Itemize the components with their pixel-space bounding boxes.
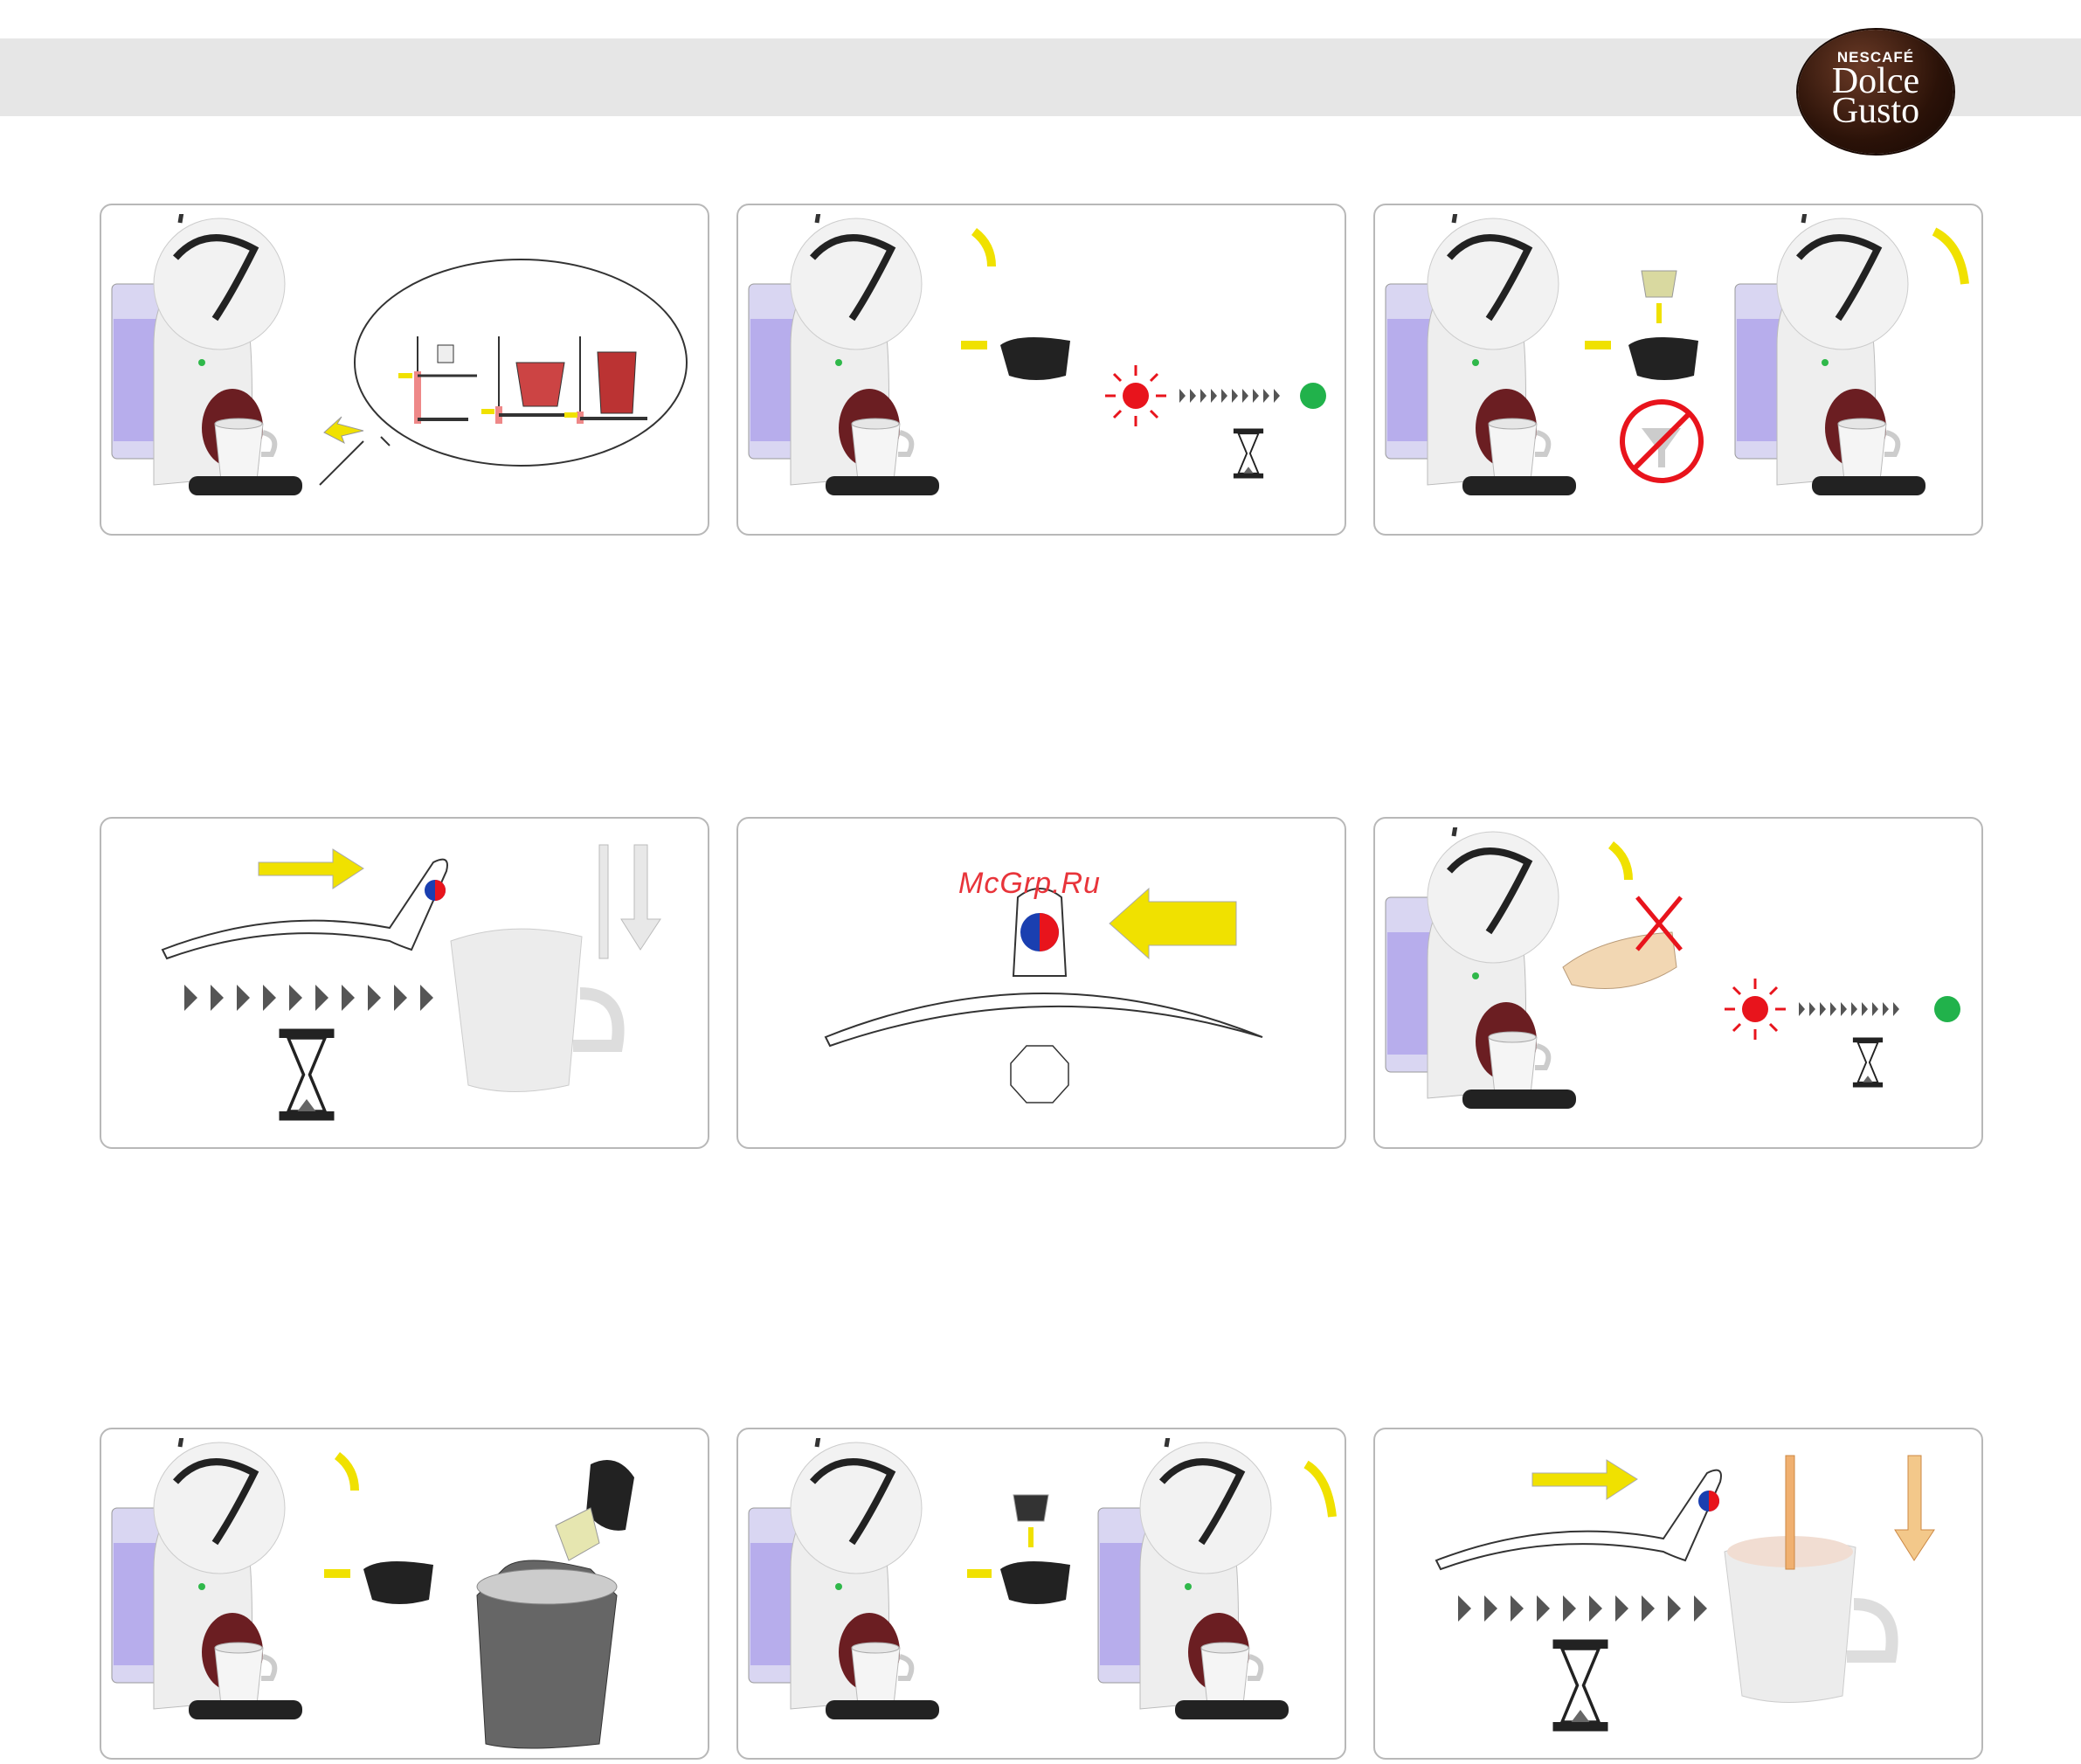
coffee-machine-illustration-closed — [1098, 1436, 1289, 1719]
panel-eject-capsule-bin — [100, 1428, 709, 1760]
rotate-down-arrow-icon — [1934, 232, 1965, 284]
capsule-icon — [556, 1508, 599, 1560]
panel-adjust-drip-tray — [100, 204, 709, 536]
coffee-machine-illustration-closed — [1735, 212, 1925, 495]
arrow-right-icon — [259, 849, 363, 889]
progress-chevrons-icon — [1458, 1595, 1707, 1622]
rotate-up-arrow-icon — [337, 1456, 355, 1491]
blue-red-dot-icon — [425, 880, 446, 901]
arrow-right-icon — [1532, 1460, 1637, 1499]
lever-icon — [826, 993, 1262, 1046]
arrow-left-icon — [1110, 889, 1236, 958]
capsule-icon — [1642, 271, 1677, 297]
rotate-down-arrow-icon — [1306, 1464, 1332, 1517]
green-light-icon — [1300, 383, 1326, 409]
progress-chevrons-icon — [1179, 389, 1280, 403]
panel-open-lever-insert-holder — [736, 204, 1346, 536]
capsule-holder-icon — [1000, 337, 1070, 380]
capsule-holder-icon — [1000, 1561, 1070, 1604]
coffee-machine-illustration — [112, 212, 302, 495]
coffee-machine-illustration — [749, 212, 939, 495]
no-funnel-icon — [1622, 402, 1701, 481]
progress-chevrons-icon — [184, 985, 433, 1011]
hourglass-icon — [280, 1029, 335, 1121]
cup-icon — [451, 929, 582, 1091]
rotate-up-arrow-icon — [974, 232, 992, 266]
dolce-gusto-logo: NESCAFÉ Dolce Gusto — [1798, 30, 1953, 154]
hourglass-icon — [1234, 429, 1263, 479]
coffee-machine-illustration — [749, 1436, 939, 1719]
red-light-icon — [1725, 979, 1786, 1040]
panel-move-lever-right-second — [1373, 1428, 1983, 1760]
rotate-up-arrow-icon — [1611, 845, 1628, 880]
coffee-machine-illustration — [112, 1436, 302, 1719]
coffee-machine-illustration — [1386, 212, 1576, 495]
panel-open-lever-do-not-touch — [1373, 817, 1983, 1149]
arrow-icon — [324, 417, 363, 443]
blue-red-dot-icon — [1698, 1491, 1719, 1512]
logo-line2: Gusto — [1798, 93, 1953, 129]
coffee-machine-illustration — [1386, 826, 1576, 1109]
red-light-icon — [1105, 365, 1166, 426]
capsule-holder-icon — [1628, 337, 1698, 380]
octagon-icon — [1011, 1046, 1068, 1103]
watermark: McGrp.Ru — [958, 867, 1101, 901]
hand-icon — [1563, 932, 1677, 989]
panel-insert-capsule-close — [1373, 204, 1983, 536]
arrow-down-icon — [1895, 1456, 1934, 1560]
panel-move-lever-right — [100, 817, 709, 1149]
hourglass-icon — [1553, 1640, 1608, 1732]
capsule-holder-icon — [363, 1561, 433, 1604]
progress-chevrons-icon — [1799, 1002, 1899, 1016]
panel-insert-second-capsule — [736, 1428, 1346, 1760]
green-light-icon — [1934, 996, 1960, 1022]
hourglass-icon — [1853, 1038, 1883, 1088]
capsule-icon — [1013, 1495, 1048, 1521]
arrow-down-icon — [621, 845, 660, 950]
header-bar — [0, 38, 2081, 116]
